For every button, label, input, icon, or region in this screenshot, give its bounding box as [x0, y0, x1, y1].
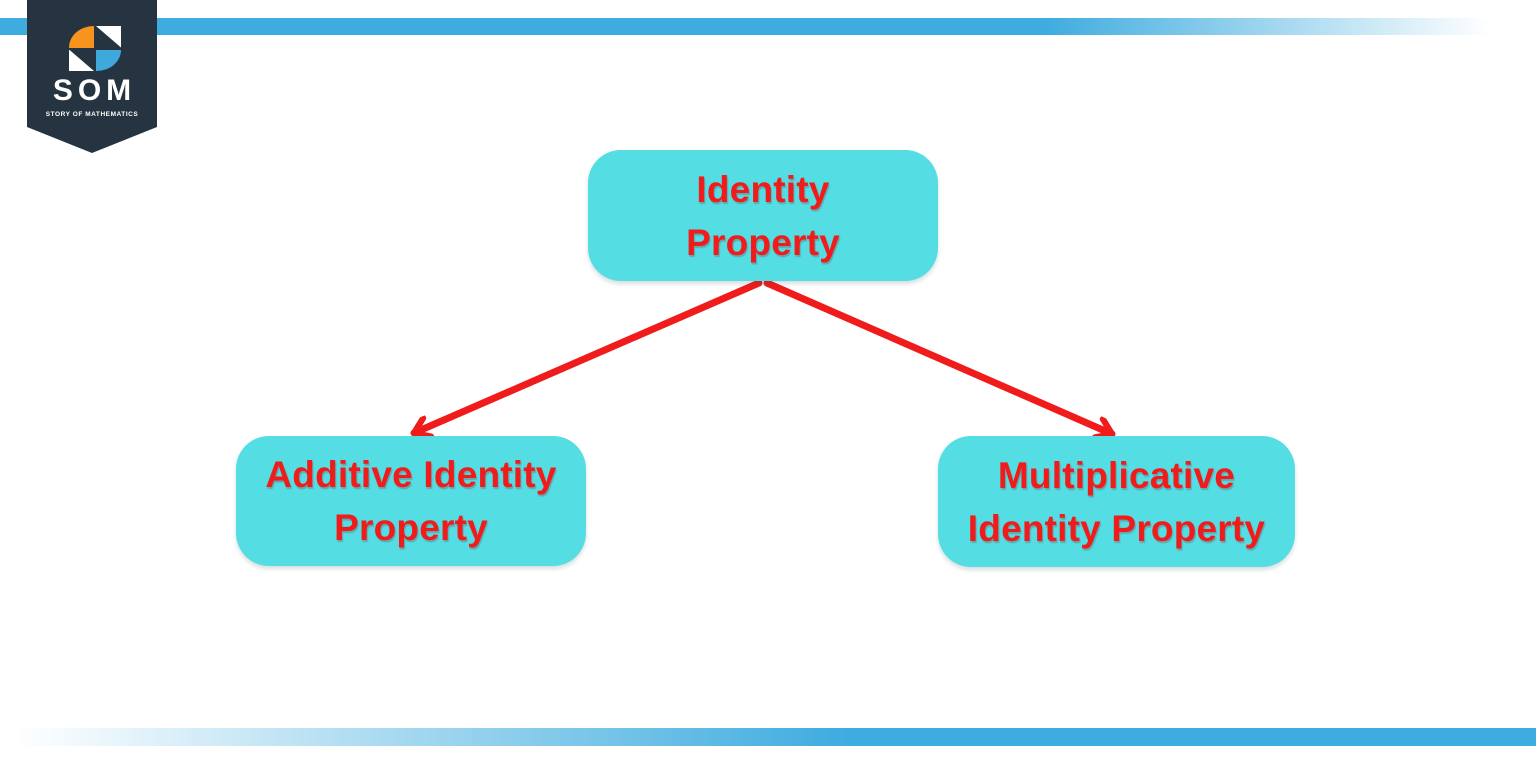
som-logo-badge: SOM STORY OF MATHEMATICS — [27, 0, 157, 153]
node-label-line1: Identity — [696, 168, 830, 210]
node-label-line2: Property — [686, 221, 840, 263]
som-pinwheel-icon — [69, 26, 121, 71]
node-label-line2: Property — [334, 507, 488, 548]
pinwheel-blue-quadrant-icon — [96, 49, 121, 71]
arrow-root-to-multiplicative — [763, 279, 1116, 434]
pinwheel-white-blade-bottom-icon — [69, 49, 94, 71]
pinwheel-orange-quadrant-icon — [69, 26, 94, 48]
node-label-line2: Identity Property — [967, 507, 1266, 549]
logo-wordmark: SOM — [52, 74, 137, 107]
node-label-line1: Additive Identity — [265, 454, 557, 495]
top-accent-bar — [0, 18, 1536, 35]
bottom-accent-bar — [0, 728, 1536, 746]
node-identity-property: Identity Property — [588, 150, 938, 281]
node-multiplicative-identity-property: Multiplicative Identity Property — [938, 436, 1295, 567]
pinwheel-white-blade-top-icon — [96, 26, 121, 48]
arrow-root-to-additive — [410, 279, 763, 433]
logo-tagline: STORY OF MATHEMATICS — [45, 111, 139, 118]
node-label-line1: Multiplicative — [997, 454, 1236, 496]
node-additive-identity-property: Additive Identity Property — [236, 436, 586, 566]
